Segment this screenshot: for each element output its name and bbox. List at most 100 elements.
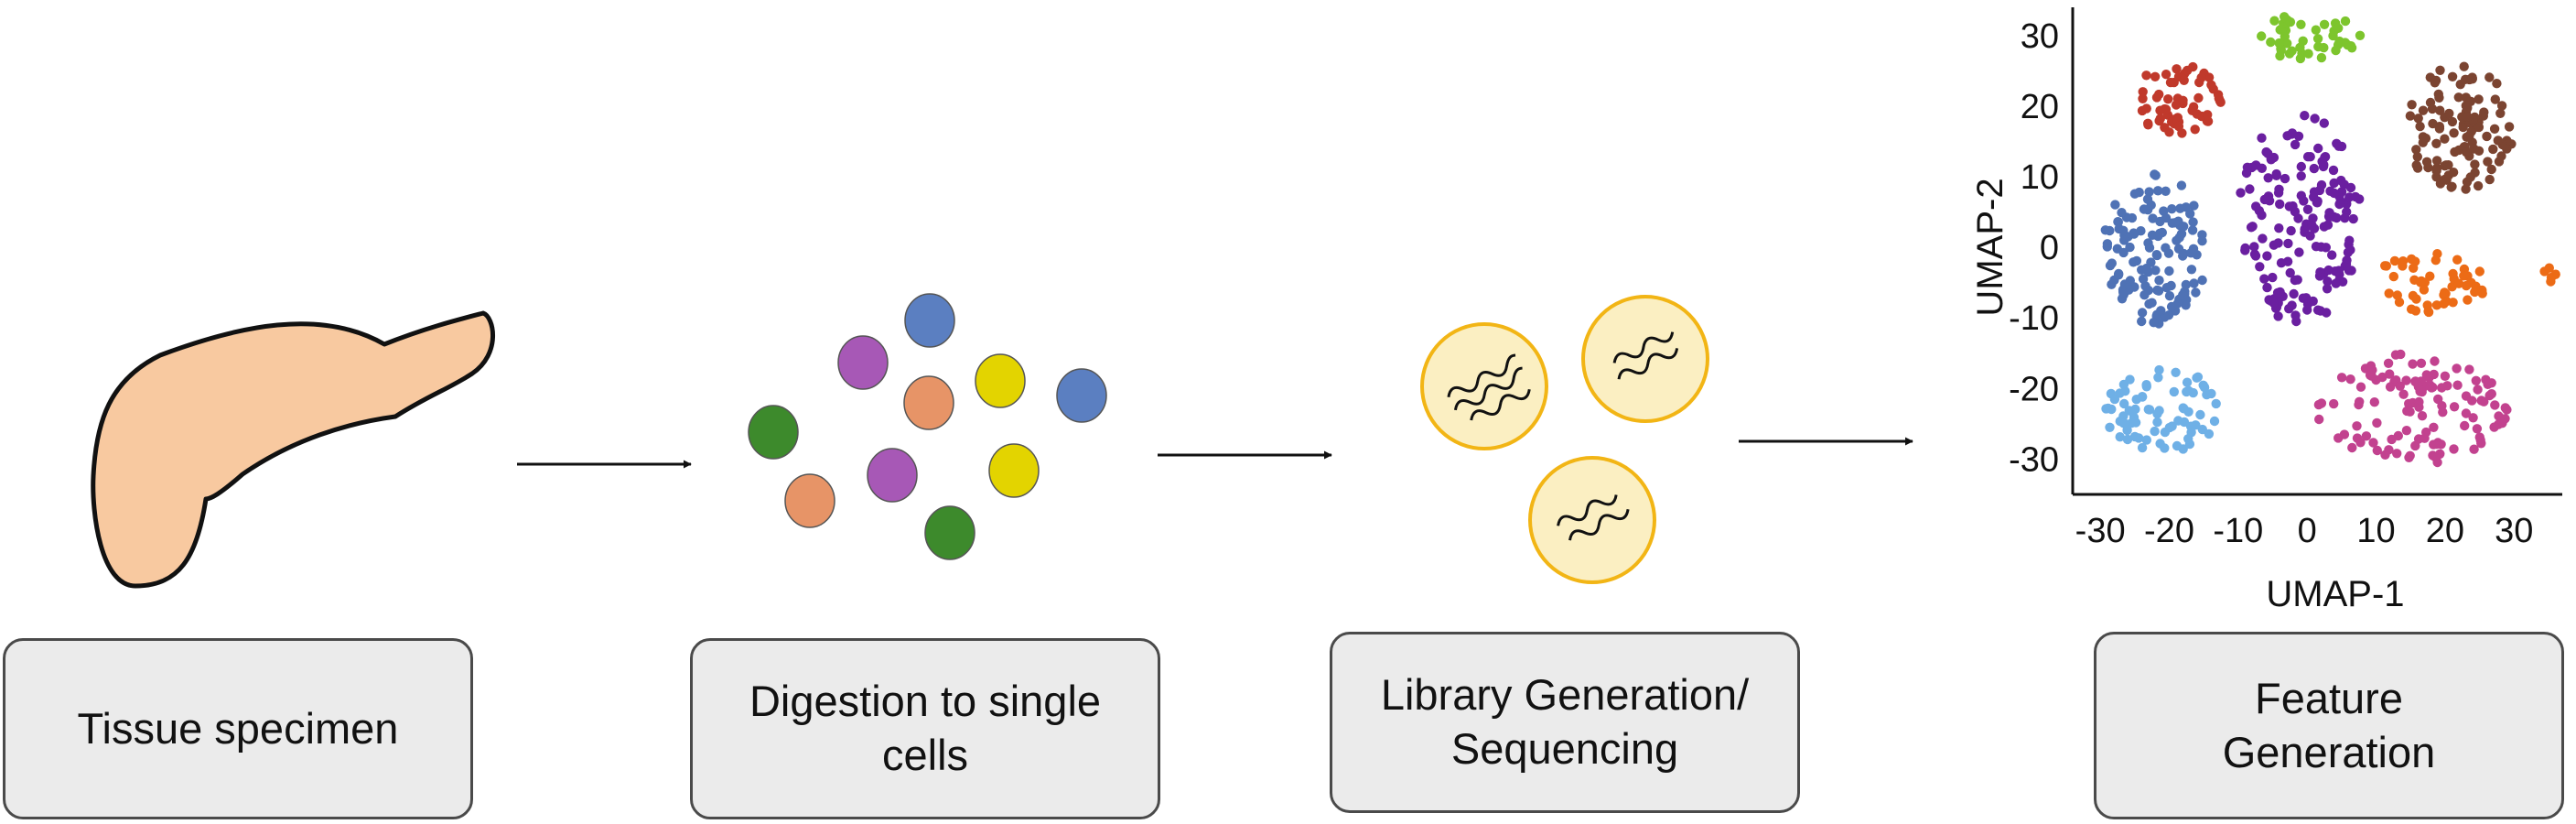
umap-point xyxy=(2460,420,2470,431)
umap-point xyxy=(2167,421,2177,431)
umap-point xyxy=(2416,358,2427,368)
umap-point xyxy=(2169,386,2179,397)
umap-point xyxy=(2471,281,2481,291)
umap-point xyxy=(2173,416,2183,426)
umap-point xyxy=(2452,255,2463,265)
umap-point xyxy=(2339,429,2350,439)
umap-point xyxy=(2483,379,2493,389)
umap-point xyxy=(2416,376,2426,386)
umap-point xyxy=(2475,435,2485,445)
umap-point xyxy=(2431,166,2441,176)
umap-point xyxy=(2172,440,2183,451)
umap-point xyxy=(2461,184,2471,194)
umap-point xyxy=(2484,174,2495,185)
umap-point xyxy=(2115,432,2125,442)
umap-point xyxy=(2154,228,2165,239)
umap-point xyxy=(2153,373,2163,383)
umap-point xyxy=(2435,449,2445,459)
umap-point xyxy=(2268,272,2278,283)
umap-point xyxy=(2311,25,2321,35)
umap-point xyxy=(2183,65,2193,76)
umap-point xyxy=(2443,160,2453,170)
umap-point xyxy=(2392,449,2402,459)
umap-point xyxy=(2314,414,2324,425)
umap-point xyxy=(2137,308,2148,318)
umap-point xyxy=(2154,89,2164,100)
umap-point xyxy=(2446,182,2456,192)
umap-point xyxy=(2163,248,2174,258)
y-tick-label: -20 xyxy=(2009,370,2059,408)
umap-point xyxy=(2482,131,2492,142)
umap-point xyxy=(2544,263,2554,273)
umap-point xyxy=(2461,280,2472,291)
umap-point xyxy=(2389,255,2400,266)
umap-point xyxy=(2377,372,2387,383)
umap-point xyxy=(2240,243,2250,254)
umap-point xyxy=(2245,184,2255,194)
umap-point xyxy=(2263,173,2273,183)
umap-point xyxy=(2163,94,2173,104)
umap-point xyxy=(2125,276,2135,286)
y-tick-label: 10 xyxy=(2021,158,2059,197)
single-cell-icon xyxy=(904,293,955,348)
umap-point xyxy=(2274,223,2284,233)
umap-point xyxy=(2167,204,2177,214)
umap-point xyxy=(2344,235,2355,245)
umap-point xyxy=(2199,382,2210,393)
umap-point xyxy=(2273,311,2283,321)
umap-point xyxy=(2196,72,2206,83)
umap-point xyxy=(2440,134,2450,144)
umap-point xyxy=(2423,307,2434,318)
umap-point xyxy=(2110,200,2120,210)
umap-point xyxy=(2430,255,2441,266)
umap-point xyxy=(2107,279,2117,289)
umap-point xyxy=(2127,407,2137,417)
umap-point xyxy=(2440,371,2451,381)
umap-point xyxy=(2398,261,2408,271)
umap-point xyxy=(2419,285,2430,295)
umap-point xyxy=(2288,201,2298,211)
umap-point xyxy=(2155,114,2165,124)
umap-point xyxy=(2280,173,2290,184)
umap-point xyxy=(2447,71,2458,82)
umap-point xyxy=(2322,284,2333,294)
umap-point xyxy=(2410,306,2421,316)
umap-point xyxy=(2331,45,2341,56)
umap-point xyxy=(2430,356,2440,366)
umap-point xyxy=(2329,188,2339,199)
umap-point xyxy=(2469,444,2479,454)
umap-point xyxy=(2164,266,2174,276)
umap-point xyxy=(2429,369,2439,380)
umap-point xyxy=(2489,124,2500,134)
umap-point xyxy=(2444,108,2454,119)
umap-point xyxy=(2452,363,2462,374)
umap-point xyxy=(2273,188,2284,198)
umap-point xyxy=(2172,64,2182,74)
umap-point xyxy=(2452,380,2463,390)
y-tick-label: -10 xyxy=(2009,299,2059,338)
umap-point xyxy=(2152,417,2162,428)
umap-point xyxy=(2344,266,2355,276)
umap-point xyxy=(2171,100,2182,110)
umap-point xyxy=(2138,87,2148,97)
umap-point xyxy=(2472,424,2483,434)
umap-point xyxy=(2138,274,2149,284)
umap-point xyxy=(2257,31,2267,41)
umap-point xyxy=(2215,97,2226,107)
umap-point xyxy=(2384,288,2394,298)
umap-point xyxy=(2449,128,2459,138)
umap-point xyxy=(2166,280,2176,291)
umap-point xyxy=(2103,403,2113,414)
umap-point xyxy=(2415,121,2425,132)
umap-point xyxy=(2431,300,2442,310)
umap-point xyxy=(2492,79,2502,89)
umap-point xyxy=(2119,398,2129,409)
umap-point xyxy=(2137,316,2147,327)
umap-point xyxy=(2453,92,2463,103)
single-cell-icon xyxy=(903,375,954,430)
umap-point xyxy=(2431,156,2442,166)
umap-point xyxy=(2323,265,2333,276)
umap-point xyxy=(2176,229,2187,239)
x-tick-label: 0 xyxy=(2298,512,2317,550)
